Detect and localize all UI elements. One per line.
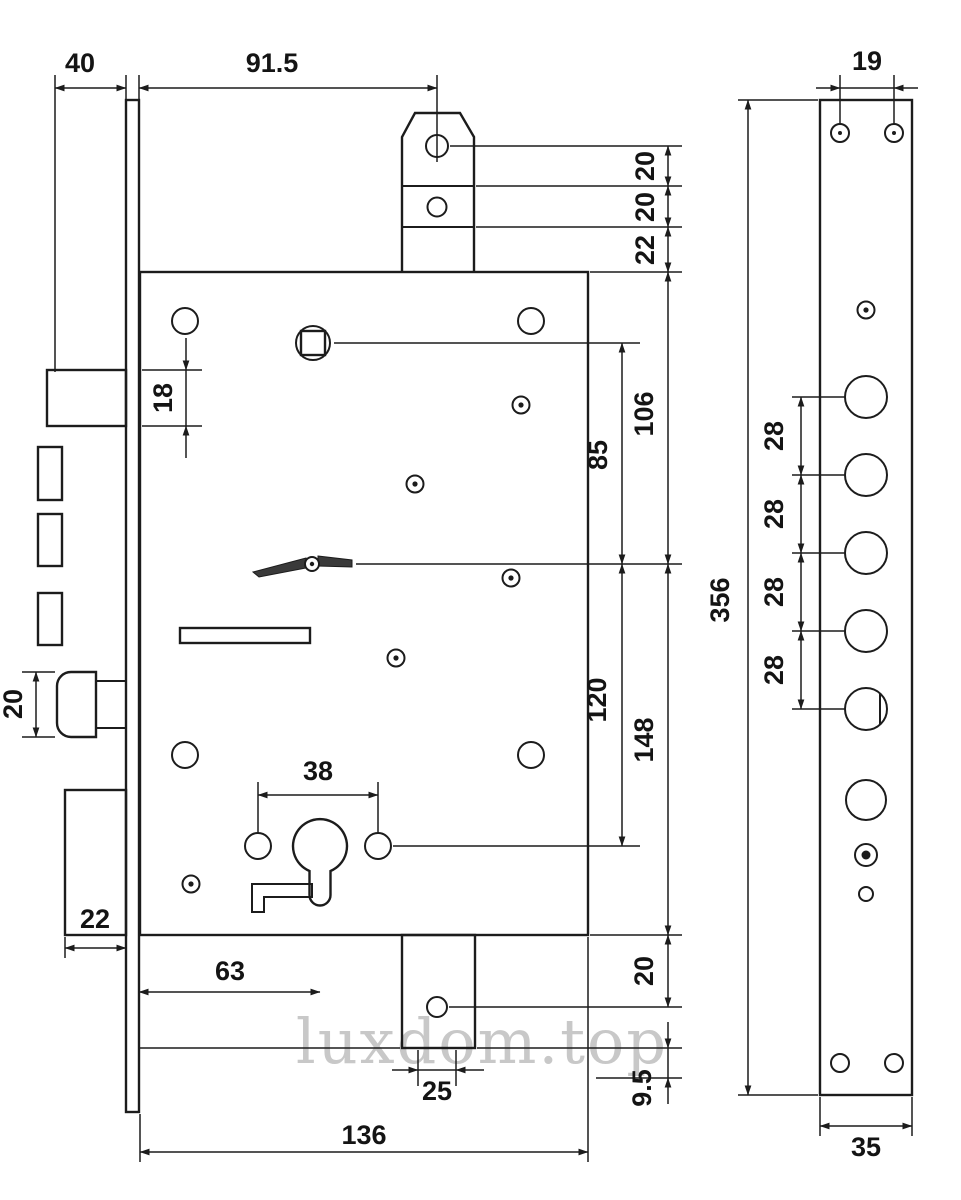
dim-label-top-spindle: 106 — [629, 391, 659, 436]
slot — [178, 626, 312, 645]
dim-label-top-bolt: 18 — [148, 383, 178, 413]
latch-bolt — [55, 670, 126, 739]
dim-label-bottom-tab: 25 — [422, 1076, 452, 1106]
dim-label-spindle-cylinder: 120 — [582, 677, 612, 722]
top-guide-hole-2 — [426, 196, 448, 218]
cam-lever — [251, 883, 313, 913]
dim-label-latchbolt: 20 — [0, 689, 28, 719]
dim-label-body-width: 136 — [341, 1120, 386, 1150]
dim-label-bottom-bolt: 22 — [80, 904, 110, 934]
dim-label-latch-seg-c: 22 — [630, 235, 660, 265]
dim-label-cylinder-screws: 38 — [303, 756, 333, 786]
lock-body — [138, 270, 590, 937]
dim-label-bottom-seg: 20 — [629, 956, 659, 986]
bottom-latch-guide — [400, 933, 477, 1050]
screw-holes — [181, 395, 531, 894]
dim-label-spindle-bottom: 148 — [629, 717, 659, 762]
dim-label-top-backset: 91.5 — [246, 48, 299, 78]
dim-label-pin-spacing-3: 28 — [759, 577, 789, 607]
dim-label-follower-spindle: 85 — [583, 440, 613, 470]
dim-label-pin-spacing-4: 28 — [759, 655, 789, 685]
faceplate-side — [818, 98, 914, 1097]
dimensions-side: 19 356 28 28 28 28 35 — [705, 46, 918, 1162]
bottom-guide-hole — [426, 996, 448, 1018]
latch-hole — [845, 779, 887, 821]
auxiliary-bolt — [63, 788, 128, 937]
dim-label-plate-height: 356 — [705, 577, 735, 622]
dim-label-latch-seg-a: 20 — [630, 151, 660, 181]
dim-label-latch-seg-b: 20 — [630, 192, 660, 222]
top-bolt — [45, 368, 128, 428]
spindle-lever — [251, 555, 353, 578]
dim-label-plate-width: 35 — [851, 1132, 881, 1162]
dim-label-top-offset: 40 — [65, 48, 95, 78]
dim-label-screw-spacing: 19 — [852, 46, 882, 76]
watermark: luxdom.top — [296, 1005, 668, 1078]
dim-label-pin-spacing-1: 28 — [759, 421, 789, 451]
dimensions-front: 40 91.5 20 20 22 18 106 85 120 148 20 38… — [0, 48, 682, 1162]
dim-label-pin-spacing-2: 28 — [759, 499, 789, 529]
handle-follower — [295, 325, 331, 361]
corner-holes — [171, 307, 545, 769]
side-view — [818, 98, 914, 1097]
crossbolt-pins — [36, 445, 64, 647]
dim-label-bottom-gap: 9.5 — [627, 1069, 657, 1107]
dim-label-backset: 63 — [215, 956, 245, 986]
